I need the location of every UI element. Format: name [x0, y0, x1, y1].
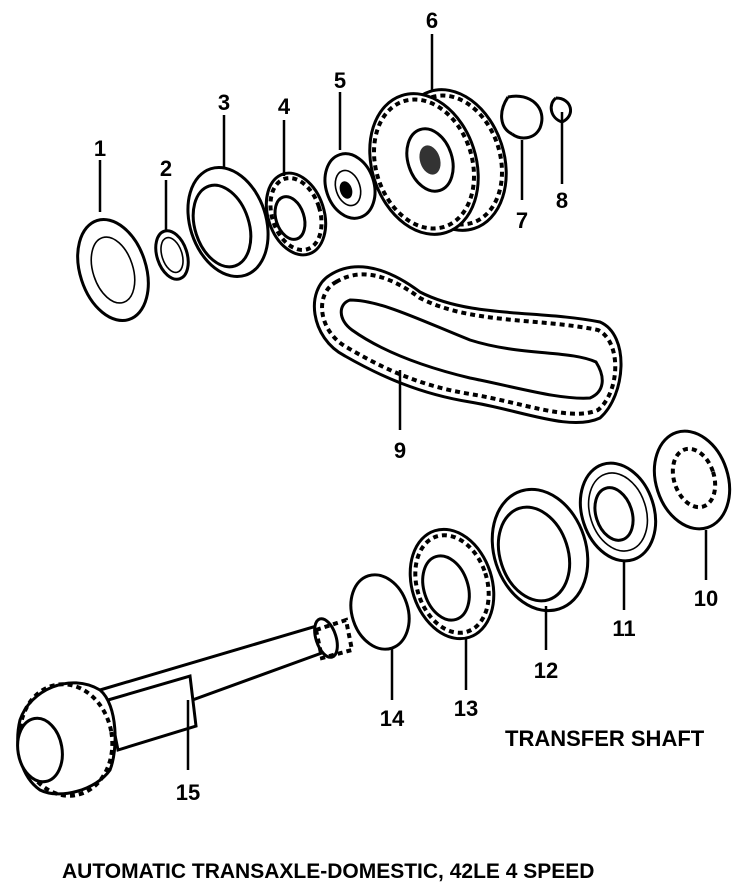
part-1-washer: [76, 218, 150, 322]
part-12-bearing-cup: [490, 487, 590, 613]
callout-12: 12: [534, 658, 558, 683]
part-13-roller-bearing: [408, 527, 496, 641]
part-7-clip: [500, 94, 544, 140]
callout-15: 15: [176, 780, 200, 805]
callout-4: 4: [278, 94, 291, 119]
callout-11: 11: [612, 616, 635, 641]
callout-14: 14: [380, 706, 405, 731]
callout-2: 2: [160, 156, 172, 181]
part-3-bearing-cup: [186, 165, 270, 279]
callout-7: 7: [516, 208, 528, 233]
callout-5: 5: [334, 68, 346, 93]
diagram-title: TRANSFER SHAFT: [505, 726, 705, 751]
callout-10: 10: [694, 586, 718, 611]
part-11-bearing: [578, 461, 658, 563]
callout-labels: 1 2 3 4 5 6 7 8 9 10 11 12 13 14 15: [94, 8, 718, 805]
part-5-nut: [323, 152, 377, 220]
callout-6: 6: [426, 8, 438, 33]
part-9-drive-chain: [313, 265, 623, 425]
part-10-seal: [652, 429, 732, 531]
part-6-sprocket: [368, 88, 508, 236]
part-14-snap-ring: [349, 573, 411, 651]
part-2-snap-ring: [154, 229, 190, 281]
part-15-transfer-shaft: [16, 617, 355, 798]
callout-8: 8: [556, 188, 568, 213]
callout-3: 3: [218, 90, 230, 115]
callout-9: 9: [394, 438, 406, 463]
callout-13: 13: [454, 696, 478, 721]
callout-1: 1: [94, 136, 106, 161]
diagram-caption: AUTOMATIC TRANSAXLE-DOMESTIC, 42LE 4 SPE…: [62, 860, 594, 883]
leader-lines: [98, 34, 708, 770]
